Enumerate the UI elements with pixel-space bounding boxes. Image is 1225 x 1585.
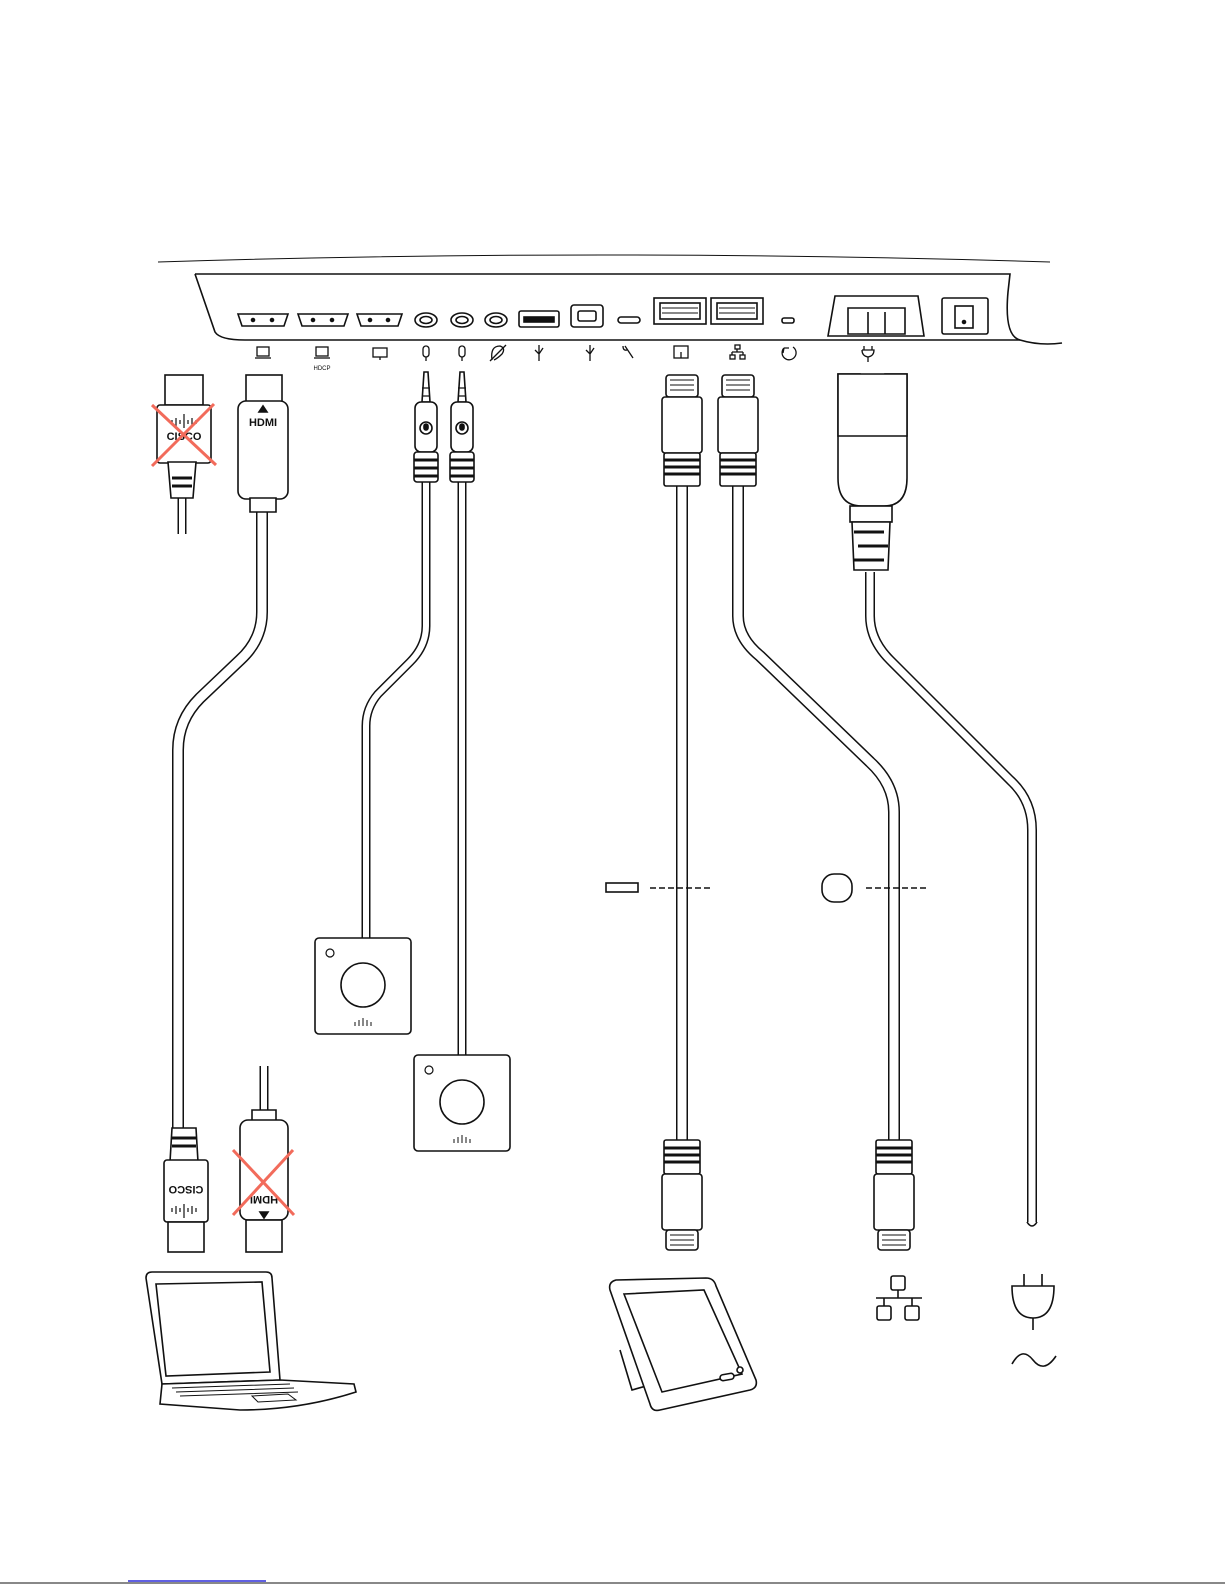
network-icon — [730, 345, 745, 359]
headphone-jack[interactable] — [485, 313, 507, 327]
panel-icons — [255, 345, 874, 362]
service-wrench-icon — [623, 346, 633, 358]
mic-jack-1[interactable] — [415, 313, 437, 327]
rj45-plug-touch-panel-top — [662, 375, 702, 486]
reset-pinhole[interactable] — [782, 318, 794, 323]
cable-markers — [606, 874, 928, 902]
rj45-plug-touch-panel-bottom — [662, 1140, 702, 1250]
ac-wave-icon — [1012, 1354, 1056, 1366]
hdmi-input-icon — [255, 347, 271, 358]
connectors: CISCO HDMI — [152, 372, 914, 1252]
hdmi-port-2[interactable] — [298, 314, 348, 326]
rj45-plug-network-bottom — [874, 1140, 914, 1250]
rj45-plug-network-top — [718, 375, 758, 486]
mic-plug-1 — [414, 372, 438, 482]
mic-plug-2 — [450, 372, 474, 482]
mains-plug-icon — [1012, 1274, 1054, 1330]
hdmi-cable — [178, 512, 262, 1128]
service-port[interactable] — [618, 317, 640, 323]
hdmi-port-1[interactable] — [238, 314, 288, 326]
usb-b-port[interactable] — [571, 305, 603, 327]
hdcp-input-icon — [314, 347, 330, 358]
rectangle-cable-marker — [606, 883, 712, 892]
panel-ports — [238, 296, 988, 336]
microphone-icon — [423, 346, 429, 361]
usb-icon — [535, 345, 543, 361]
laptop-icon — [146, 1272, 356, 1410]
cables — [178, 482, 1037, 1226]
reset-icon — [782, 347, 796, 360]
touch-panel-rj45-port[interactable] — [654, 298, 706, 324]
display-output-icon — [373, 348, 387, 360]
power-inlet[interactable] — [828, 296, 924, 336]
usb-a-port[interactable] — [519, 311, 559, 327]
hdmi-output-port[interactable] — [357, 314, 402, 326]
table-microphone-2 — [414, 1055, 510, 1151]
hdcp-label: HDCP — [313, 366, 330, 372]
table-microphones — [315, 938, 510, 1151]
round-cable-marker — [822, 874, 928, 902]
touch-panel-port-icon — [674, 346, 688, 358]
cisco-wordmark: CISCO — [168, 1183, 203, 1195]
headphone-icon — [490, 345, 506, 361]
hdmi-plug-top: HDMI — [238, 375, 288, 512]
network-rj45-port[interactable] — [711, 298, 763, 324]
touch-panel-icon — [610, 1278, 757, 1410]
mic-cable-1 — [366, 482, 426, 938]
mic-jack-2[interactable] — [451, 313, 473, 327]
device-rear-panel — [158, 255, 1062, 344]
power-switch[interactable] — [942, 298, 988, 334]
hdmi-wordmark: HDMI — [249, 417, 277, 429]
footer — [0, 1581, 1225, 1583]
power-cord-plug — [838, 374, 907, 570]
table-microphone-1 — [315, 938, 411, 1034]
usb-icon — [586, 345, 594, 361]
network-symbol-icon — [876, 1276, 922, 1320]
cisco-plug-bottom: CISCO — [164, 1128, 208, 1252]
microphone-icon — [459, 346, 465, 361]
power-plug-icon — [862, 346, 874, 362]
